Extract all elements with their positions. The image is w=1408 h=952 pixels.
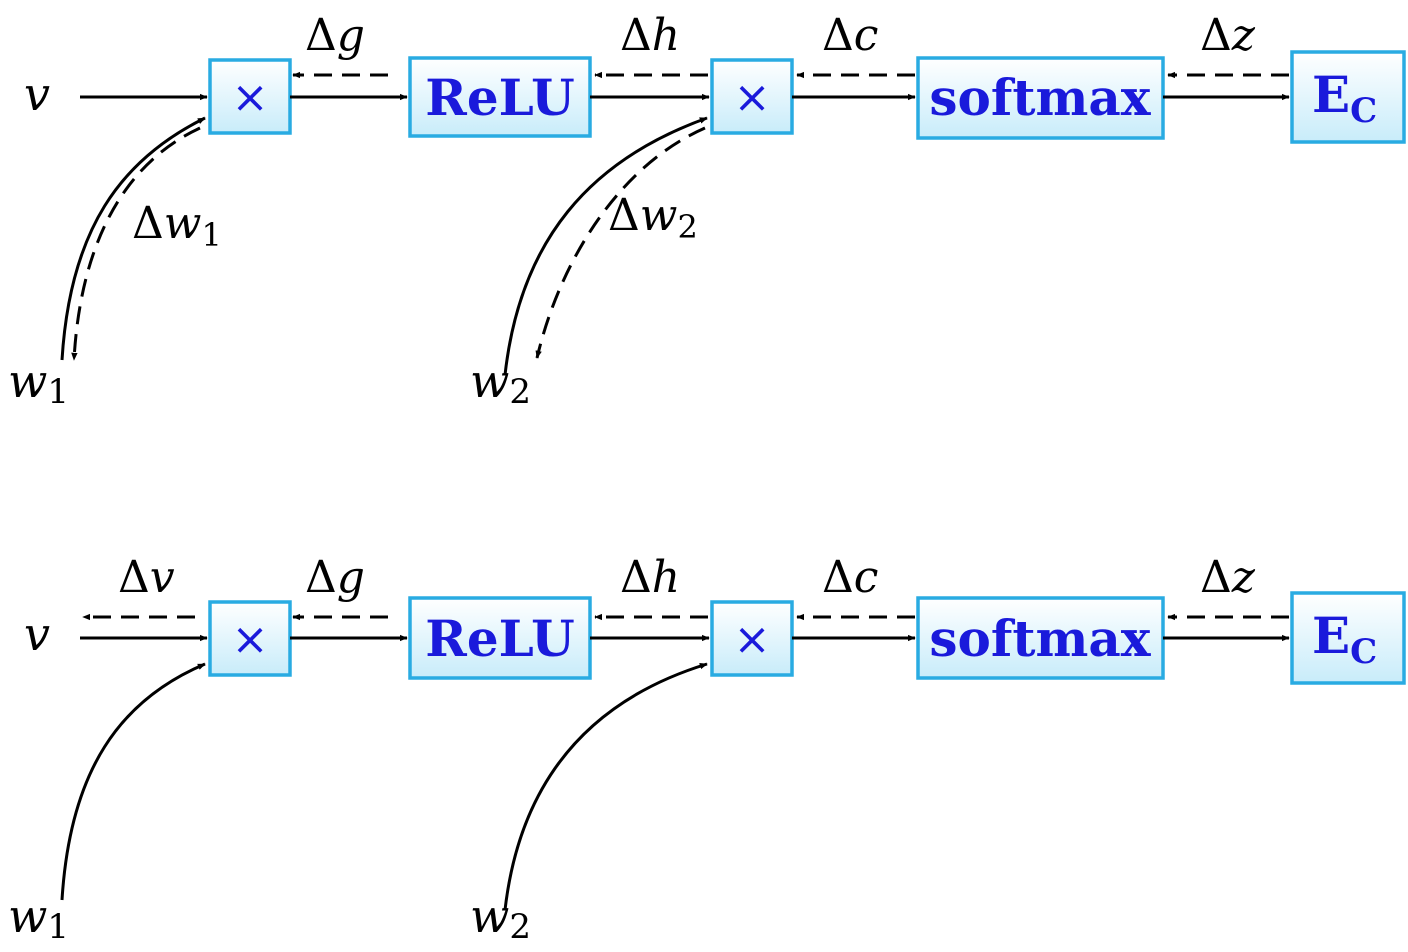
input-w1-label: w1 bbox=[8, 889, 69, 947]
grad-label-z: Δz bbox=[1200, 10, 1256, 61]
grad-label-w1: Δw1 bbox=[132, 198, 222, 254]
input-v-label: v bbox=[24, 607, 50, 661]
input-w1-label: w1 bbox=[8, 354, 69, 412]
grad-label-w2: Δw2 bbox=[608, 190, 698, 246]
edge-w2-to-multiply-2 bbox=[503, 662, 708, 911]
grad-label-z: Δz bbox=[1200, 552, 1256, 603]
softmax-label: softmax bbox=[929, 68, 1151, 127]
grad-label-g: Δg bbox=[305, 552, 365, 603]
multiply-1-label: × bbox=[232, 72, 269, 123]
relu-label: ReLU bbox=[425, 68, 574, 127]
node-loss: EC bbox=[1290, 50, 1406, 144]
node-multiply-1: × bbox=[208, 600, 292, 677]
grad-label-h: Δh bbox=[620, 10, 680, 61]
multiply-2-label: × bbox=[734, 72, 771, 123]
input-w2-label: w2 bbox=[470, 889, 531, 947]
node-multiply-2: × bbox=[710, 600, 794, 677]
node-loss: EC bbox=[1290, 591, 1406, 685]
grad-edge-w2 bbox=[535, 126, 706, 359]
node-relu: ReLU bbox=[408, 596, 592, 680]
edge-w2-to-multiply-2 bbox=[503, 116, 708, 376]
node-softmax: softmax bbox=[916, 56, 1165, 140]
loss-label: EC bbox=[1312, 606, 1377, 672]
multiply-1-label: × bbox=[232, 614, 269, 665]
softmax-label: softmax bbox=[929, 609, 1151, 668]
input-v-label: v bbox=[24, 67, 50, 121]
node-multiply-1: × bbox=[208, 58, 292, 135]
edge-w1-to-multiply-1 bbox=[60, 116, 206, 361]
grad-edge-w1 bbox=[71, 126, 201, 361]
grad-label-c: Δc bbox=[822, 552, 878, 603]
grad-label-v: Δv bbox=[118, 552, 175, 603]
grad-label-g: Δg bbox=[305, 10, 365, 61]
panel-top: × ReLU × softmax EC v w1 w2 bbox=[8, 10, 1406, 412]
relu-label: ReLU bbox=[425, 609, 574, 668]
edge-w1-to-multiply-1 bbox=[60, 662, 206, 901]
loss-label: EC bbox=[1312, 65, 1377, 131]
node-relu: ReLU bbox=[408, 56, 592, 138]
input-w2-label: w2 bbox=[470, 354, 531, 412]
node-softmax: softmax bbox=[916, 596, 1165, 680]
panel-bottom: × ReLU × softmax EC v w1 w2 bbox=[8, 552, 1406, 947]
grad-label-h: Δh bbox=[620, 552, 680, 603]
multiply-2-label: × bbox=[734, 614, 771, 665]
grad-label-c: Δc bbox=[822, 10, 878, 61]
node-multiply-2: × bbox=[710, 58, 794, 135]
